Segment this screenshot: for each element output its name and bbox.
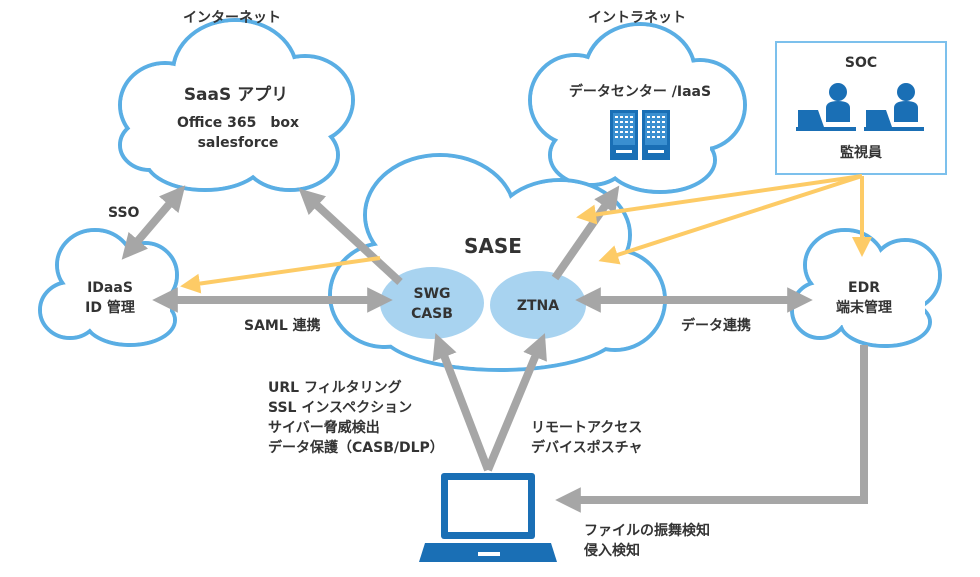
ztna-bubble: [490, 271, 586, 339]
edr-line1: EDR: [848, 280, 880, 296]
casb-label: CASB: [411, 306, 453, 322]
saas-title: SaaS アプリ: [184, 84, 288, 105]
idaas-line1: IDaaS: [87, 280, 133, 296]
datacenter-cloud: [528, 22, 747, 194]
saas-app-line2: salesforce: [198, 135, 279, 151]
operator-icon: [796, 83, 856, 131]
soc-staff-label: 監視員: [840, 144, 882, 161]
server-icon: [610, 110, 638, 160]
swg-casb-bubble: [380, 267, 484, 339]
arrow-laptop-to-swg: [432, 333, 492, 472]
soc-box: [775, 41, 947, 175]
yellow-arrows: [180, 174, 872, 294]
arrow-swg-to-saas: [298, 188, 403, 285]
sso-label: SSO: [108, 205, 140, 221]
idaas-line2: ID 管理: [85, 299, 135, 316]
datacenter-title: データセンター /IaaS: [569, 83, 711, 100]
arrow-edr-to-laptop: [555, 345, 868, 513]
ztna-feature: デバイスポスチャ: [531, 439, 642, 456]
arrow-soc-to-ztna: [598, 174, 863, 265]
intranet-heading: イントラネット: [588, 10, 686, 26]
edr-feature: ファイルの振舞検知: [584, 522, 710, 539]
swg-label: SWG: [413, 286, 450, 302]
data-link-label: データ連携: [681, 317, 751, 334]
arrow-sase-to-idaas: [180, 256, 381, 294]
swg-feature: URL フィルタリング: [268, 379, 402, 396]
server-icon: [642, 110, 670, 160]
swg-feature: データ保護（CASB/DLP）: [268, 439, 444, 456]
swg-feature: サイバー脅威検出: [268, 419, 380, 436]
ztna-feature: リモートアクセス: [531, 420, 642, 436]
saml-label: SAML 連携: [244, 317, 321, 334]
swg-feature: SSL インスペクション: [268, 400, 412, 416]
gray-arrows: [121, 185, 868, 513]
soc-title: SOC: [845, 55, 877, 71]
arrow-sso: [121, 185, 186, 260]
laptop-icon: [419, 473, 557, 562]
ztna-label: ZTNA: [517, 298, 559, 314]
internet-heading: インターネット: [183, 10, 281, 26]
sase-title: SASE: [464, 234, 522, 258]
saas-app-line1: Office 365 box: [177, 115, 299, 131]
operator-icon: [864, 83, 924, 131]
edr-line2: 端末管理: [836, 299, 892, 316]
arrow-ztna-to-datacenter: [551, 185, 620, 281]
arrow-soc-to-swg: [576, 174, 863, 225]
edr-feature: 侵入検知: [583, 542, 640, 559]
saas-cloud: [118, 18, 355, 192]
arrow-laptop-to-ztna: [484, 333, 547, 472]
